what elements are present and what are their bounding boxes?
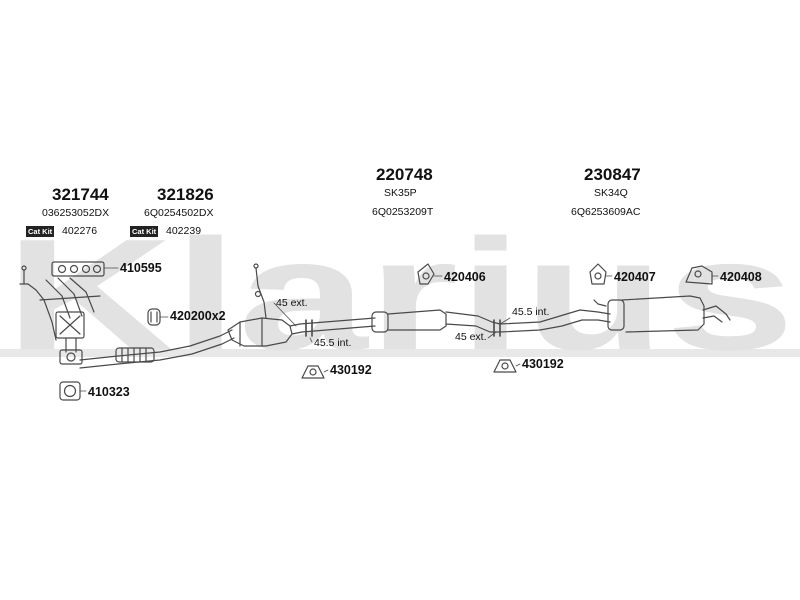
clamp-icon-430192-rear <box>493 359 517 373</box>
note-front-45-5-int: 45.5 int. <box>314 337 352 349</box>
note-front-45-ext: 45 ext. <box>276 297 308 309</box>
oe-code-6q0253209t: 6Q0253209T <box>372 206 434 218</box>
note-rear-45-ext: 45 ext. <box>455 331 487 343</box>
label-410323: 410323 <box>88 385 130 399</box>
oe-code-6q6253609ac: 6Q6253609AC <box>571 206 641 218</box>
part-number-220748: 220748 <box>376 165 433 184</box>
part-number-321744: 321744 <box>52 185 109 204</box>
flange <box>59 349 83 365</box>
exhaust-manifold <box>27 277 101 353</box>
cat-kit-badge: Cat Kit <box>26 226 55 237</box>
hanger-icon-420407 <box>589 263 607 285</box>
hanger-icon-420408 <box>685 265 713 285</box>
label-420407: 420407 <box>614 270 656 284</box>
hanger-icon-420406 <box>417 263 435 285</box>
label-430192-rear: 430192 <box>522 357 564 371</box>
oe-code-6q0254502dx: 6Q0254502DX <box>144 207 214 219</box>
part-number-321826: 321826 <box>157 185 214 204</box>
lambda-sensor-front <box>19 265 29 285</box>
catalytic-converter <box>227 263 303 347</box>
label-420406: 420406 <box>444 270 486 284</box>
label-430192-front: 430192 <box>330 363 372 377</box>
mount-icon-420200 <box>147 308 161 326</box>
label-420200x2: 420200x2 <box>170 309 226 323</box>
clamp-icon-430192-front <box>301 365 325 379</box>
cat-kit-code-402239: 402239 <box>166 225 202 237</box>
manifold-gasket <box>51 261 105 277</box>
rear-pipe <box>499 295 731 333</box>
cat-kit-code-402276: 402276 <box>62 225 98 237</box>
front-pipe <box>79 329 235 369</box>
label-420408: 420408 <box>720 270 762 284</box>
oe-code-036253052dx: 036253052DX <box>42 207 110 219</box>
cat-kit-badge: Cat Kit <box>130 226 159 237</box>
silencer-code-sk35p: SK35P <box>384 187 417 199</box>
note-rear-45-5-int: 45.5 int. <box>512 306 550 318</box>
leader-lines <box>79 267 719 392</box>
middle-pipe <box>299 309 501 333</box>
ring-gasket-icon <box>59 381 81 401</box>
part-number-230847: 230847 <box>584 165 641 184</box>
silencer-code-sk34q: SK34Q <box>594 187 628 199</box>
label-410595: 410595 <box>120 261 162 275</box>
